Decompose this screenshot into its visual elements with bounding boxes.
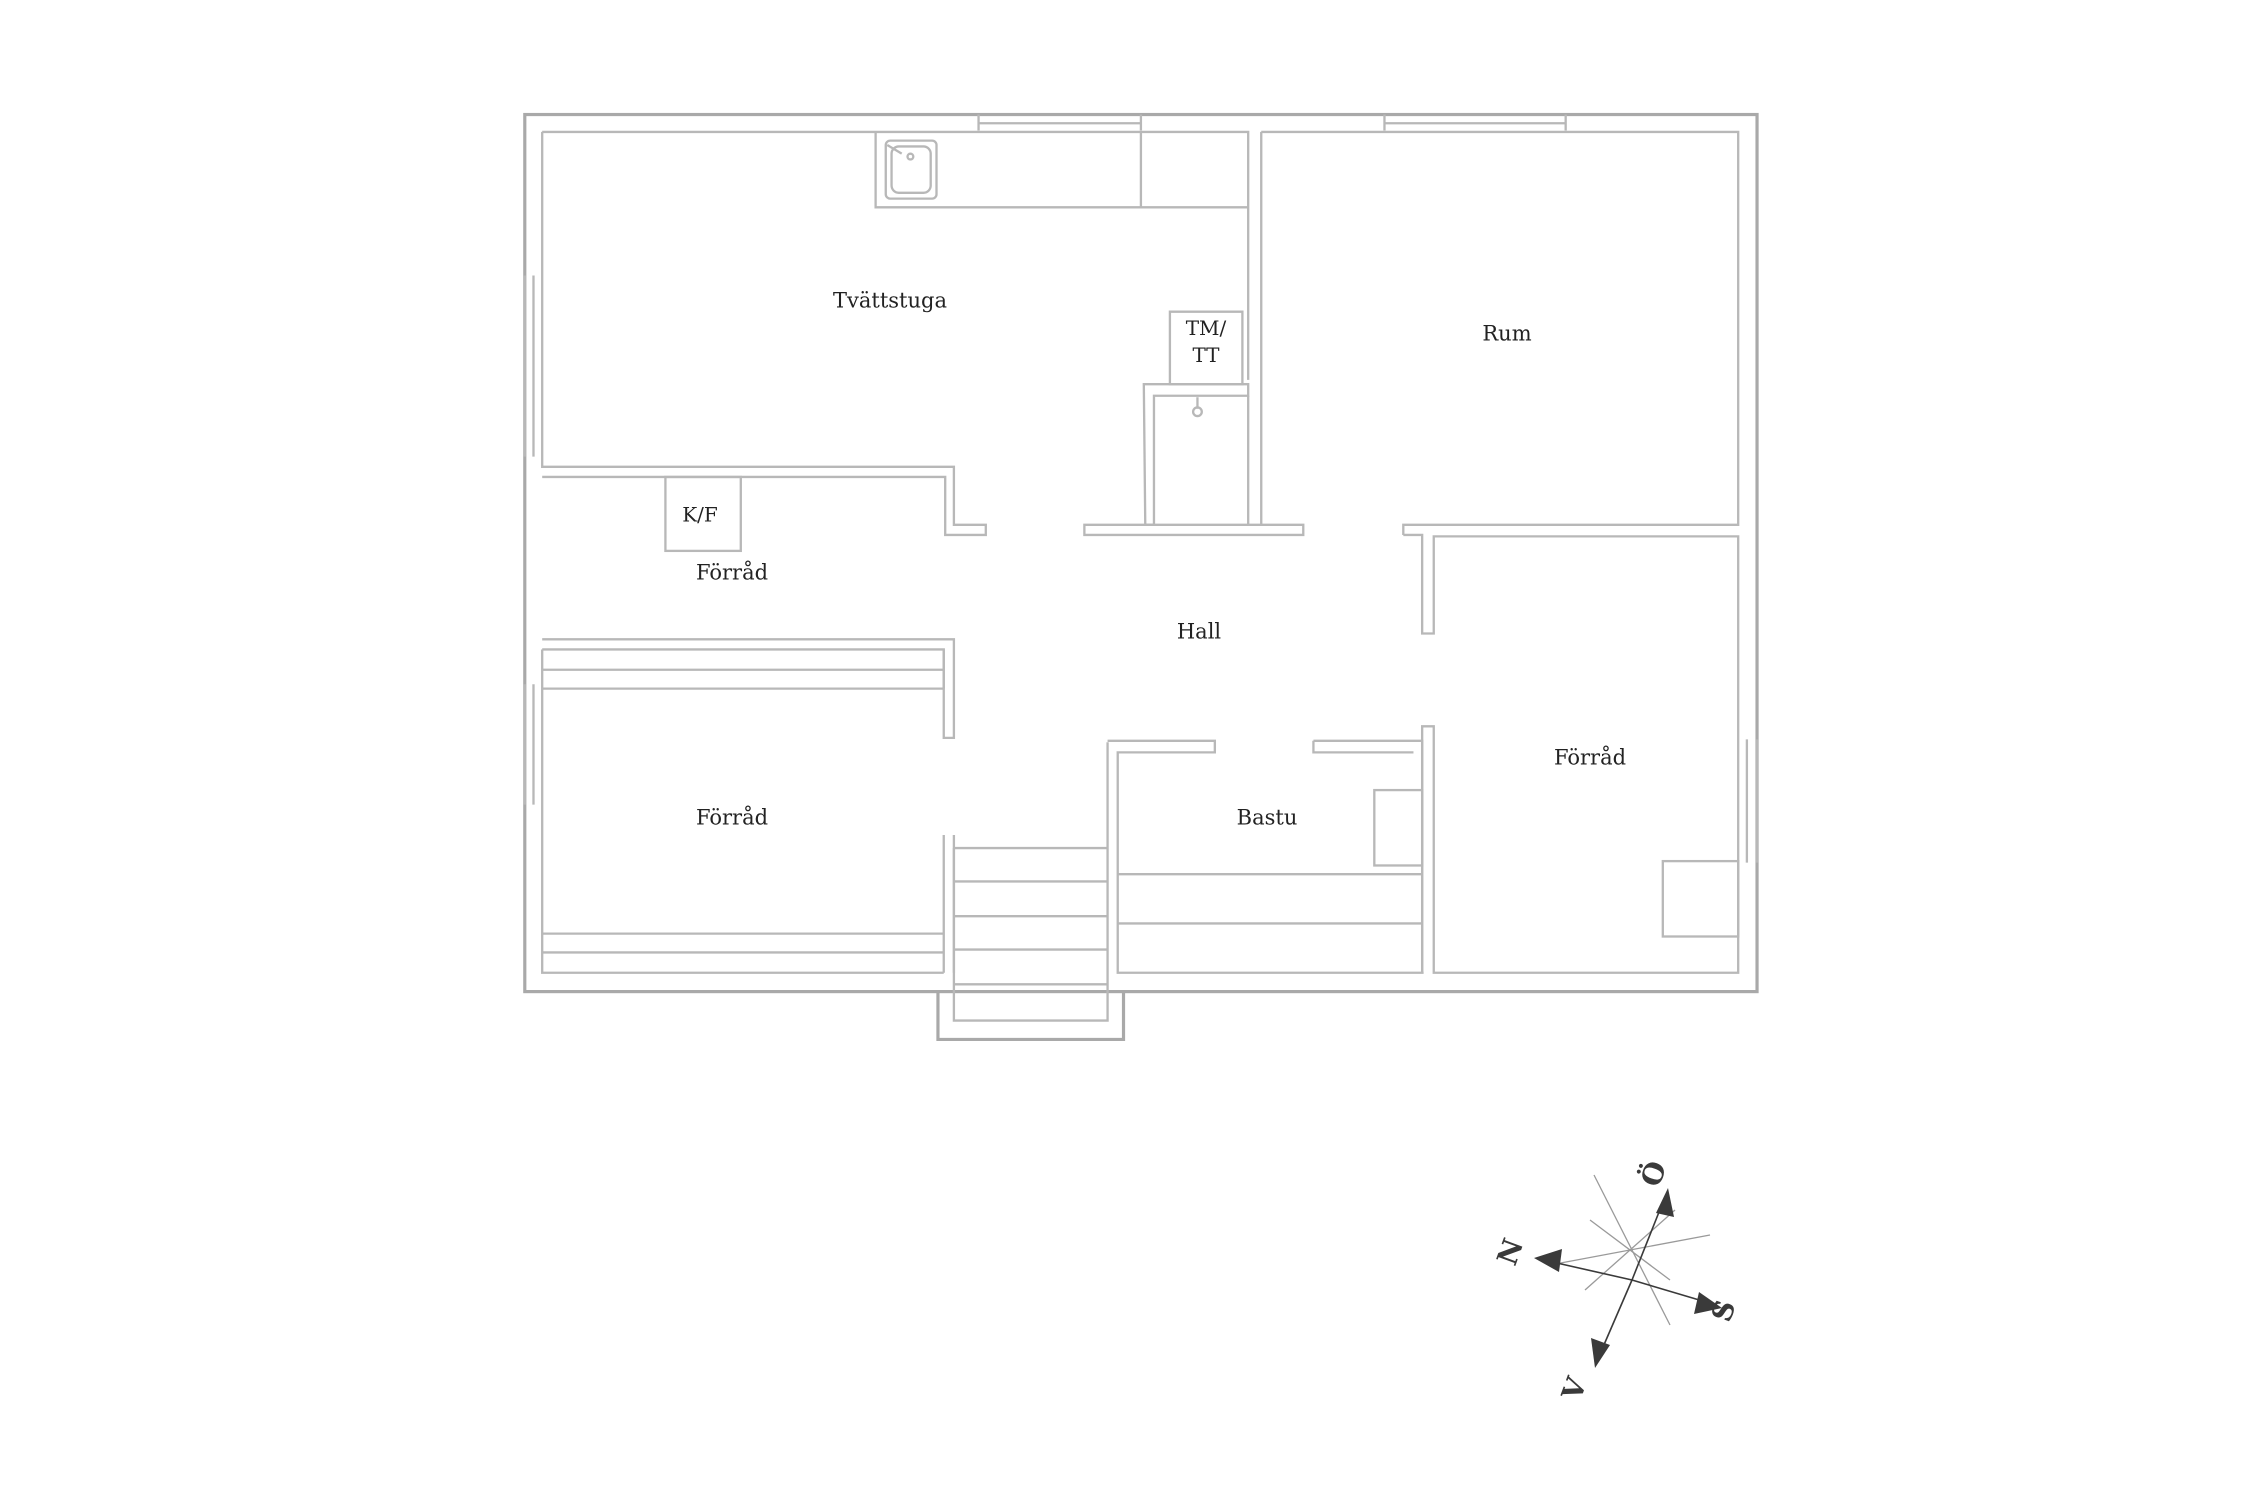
room-label-room: Rum (1482, 321, 1532, 346)
room-label-storage-right: Förråd (1553, 745, 1627, 770)
room-label-storage-small: Förråd (695, 560, 769, 585)
storage-small-walls (542, 475, 956, 740)
room-label-sauna: Bastu (1236, 805, 1298, 830)
washer-dryer-label: TM/ TT (1186, 315, 1227, 369)
sauna-walls (1107, 739, 1424, 974)
room-walls (1260, 130, 1740, 535)
storage-left-walls (541, 649, 956, 974)
laundry-room-walls (541, 130, 1305, 537)
room-label-storage-left: Förråd (695, 805, 769, 830)
windows (523, 114, 1759, 863)
compass-rose: Ö N S V (1470, 1140, 1770, 1440)
washer-dryer-label-line1: TM/ (1185, 316, 1227, 340)
fridge-freezer-label: K/F (682, 502, 718, 527)
floor-drain-icon (1191, 397, 1203, 418)
washer-dryer-label-line2: TT (1192, 343, 1220, 367)
stairs (952, 742, 1109, 1022)
room-label-laundry: Tvättstuga (833, 288, 947, 313)
storage-right-walls (1403, 533, 1740, 974)
room-label-hall: Hall (1176, 619, 1222, 644)
compass-rose-icon (1534, 1174, 1722, 1368)
sink-icon (884, 139, 938, 200)
